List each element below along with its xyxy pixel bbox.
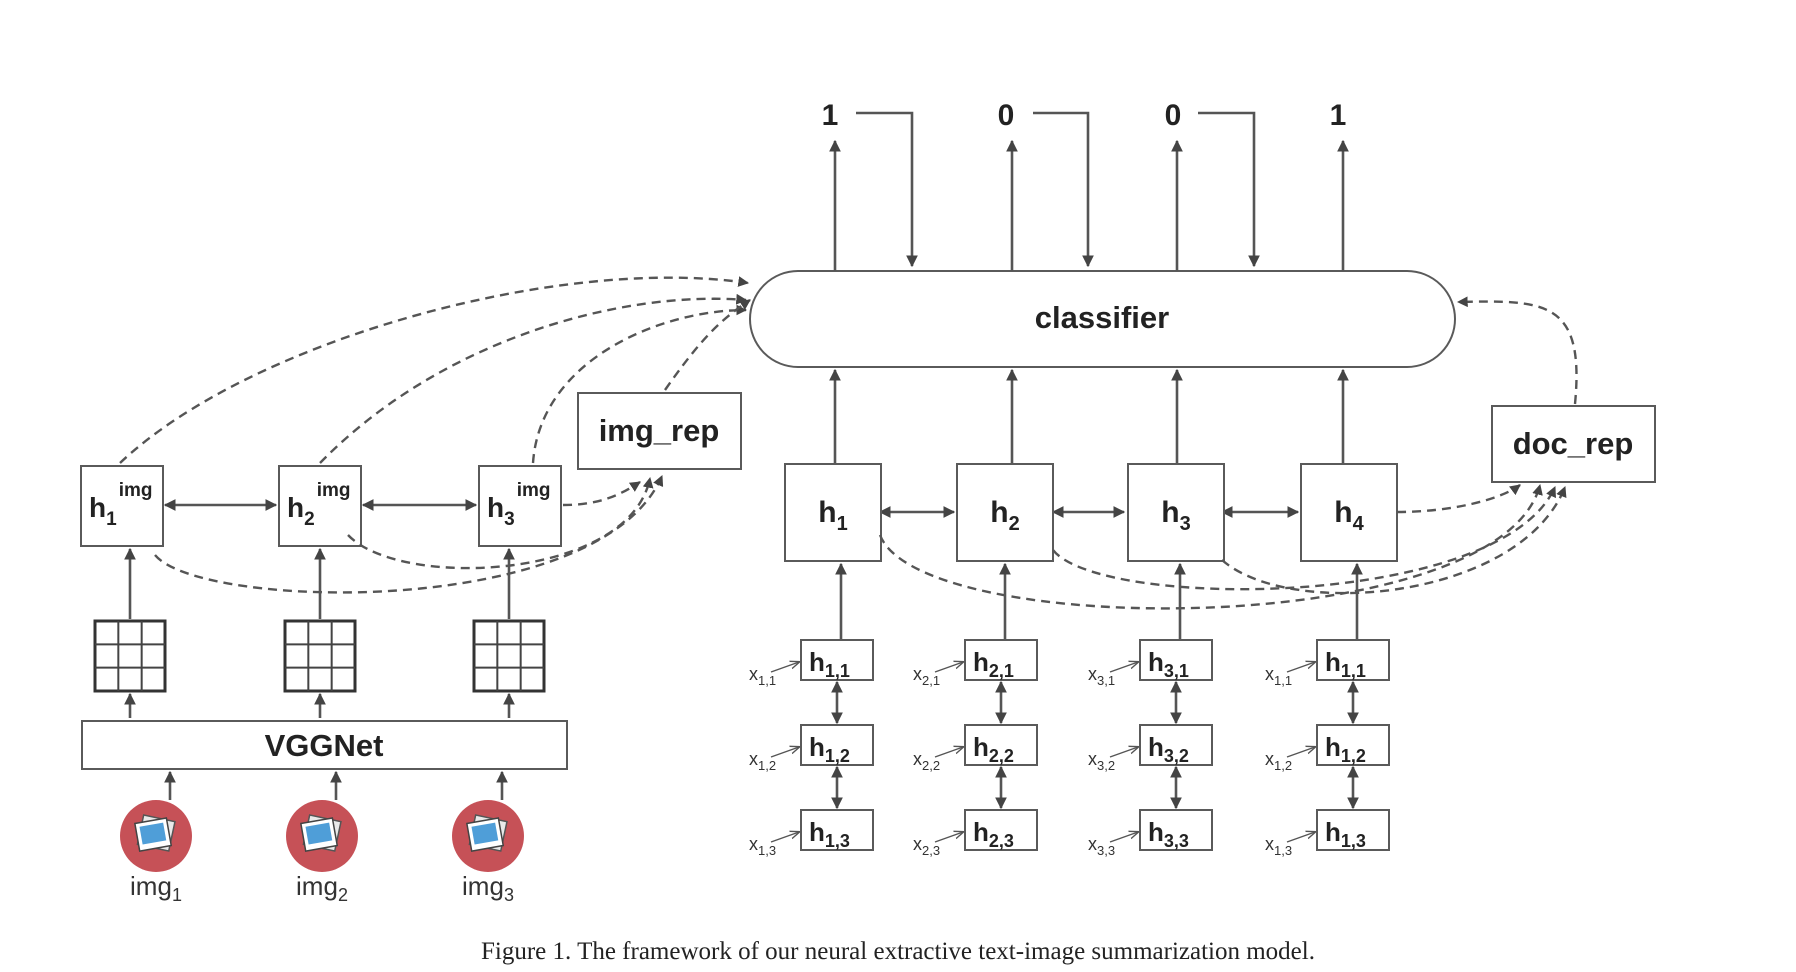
output-label-2: 0: [998, 99, 1015, 132]
doc-rep-label: doc_rep: [1513, 426, 1634, 461]
word-state-h2-3: h2,3: [964, 809, 1038, 851]
output-label-1: 1: [822, 99, 839, 132]
vggnet-label: VGGNet: [265, 728, 384, 763]
svg-text:h3: h3: [1161, 496, 1190, 535]
svg-text:h3,2: h3,2: [1148, 732, 1189, 766]
word-state-h1-1: h1,1: [1316, 639, 1390, 681]
image-input-2: img2: [286, 770, 358, 905]
svg-text:h1,3: h1,3: [809, 817, 850, 851]
sentence-to-doc-rep-links: [878, 483, 1567, 610]
svg-text:h3,3: h3,3: [1148, 817, 1189, 851]
svg-text:h2img: h2img: [287, 480, 350, 530]
word-state-h3-3: h3,3: [1139, 809, 1213, 851]
photo-icon: [286, 800, 358, 872]
svg-text:img2: img2: [296, 871, 348, 905]
svg-text:h4: h4: [1334, 496, 1364, 535]
svg-text:h2: h2: [990, 496, 1019, 535]
figure-caption: Figure 1. The framework of our neural ex…: [481, 938, 1315, 965]
svg-text:h1,1: h1,1: [809, 647, 850, 681]
word-input-x1-3: x1,3: [1265, 834, 1292, 858]
word-input-x1-1: x1,1: [749, 664, 776, 688]
word-input-x3-1: x3,1: [1088, 664, 1115, 688]
img-rep-box: [577, 392, 742, 470]
word-state-h2-1: h2,1: [964, 639, 1038, 681]
word-input-x1-3: x1,3: [749, 834, 776, 858]
sentence-state-h3: h3: [1127, 463, 1225, 562]
word-column-3: h3,1 x3,1 h3,2 x3,2 h3,3 x3,3: [1088, 562, 1213, 858]
word-input-x1-1: x1,1: [1265, 664, 1292, 688]
svg-text:h2,3: h2,3: [973, 817, 1014, 851]
svg-text:h3,1: h3,1: [1148, 647, 1189, 681]
svg-text:h1,2: h1,2: [1325, 732, 1366, 766]
output-label-3: 0: [1165, 99, 1182, 132]
word-input-x3-3: x3,3: [1088, 834, 1115, 858]
word-input-x2-2: x2,2: [913, 749, 940, 773]
svg-text:img1: img1: [130, 871, 182, 905]
word-input-x2-3: x2,3: [913, 834, 940, 858]
word-input-x2-1: x2,1: [913, 664, 940, 688]
sentence-state-h4: h4: [1300, 463, 1398, 562]
classifier-label: classifier: [1035, 300, 1169, 335]
svg-text:h1,2: h1,2: [809, 732, 850, 766]
doc-rep-box: [1491, 405, 1656, 483]
feature-map-grid-3: [472, 547, 546, 718]
feature-map-grid-2: [283, 547, 357, 718]
word-state-h1-3: h1,3: [1316, 809, 1390, 851]
svg-text:h1: h1: [818, 496, 847, 535]
svg-text:h1,3: h1,3: [1325, 817, 1366, 851]
image-input-3: img3: [452, 770, 524, 905]
image-input-1: img1: [120, 770, 192, 905]
classifier-box: [749, 270, 1456, 368]
photo-icon: [452, 800, 524, 872]
word-state-h3-2: h3,2: [1139, 724, 1213, 766]
word-column-2: h2,1 x2,1 h2,2 x2,2 h2,3 x2,3: [913, 562, 1038, 858]
sentence-state-h2: h2: [956, 463, 1054, 562]
svg-text:h2,2: h2,2: [973, 732, 1014, 766]
vggnet-box: [81, 720, 568, 770]
img-hidden-state-h3: h3img: [478, 465, 562, 547]
word-state-h1-1: h1,1: [800, 639, 874, 681]
word-input-x3-2: x3,2: [1088, 749, 1115, 773]
feature-map-grid-1: [93, 547, 167, 718]
word-column-1: h1,1 x1,1 h1,2 x1,2 h1,3 x1,3: [749, 562, 874, 858]
word-state-h1-3: h1,3: [800, 809, 874, 851]
sentence-to-classifier-arrows: [829, 368, 1349, 464]
word-state-h2-2: h2,2: [964, 724, 1038, 766]
img-rep-label: img_rep: [599, 413, 720, 448]
word-state-h1-2: h1,2: [800, 724, 874, 766]
word-state-h3-1: h3,1: [1139, 639, 1213, 681]
sentence-state-h1: h1: [784, 463, 882, 562]
img-to-classifier-links: [119, 276, 751, 464]
output-arrows: [829, 111, 1349, 271]
svg-text:h3img: h3img: [487, 480, 550, 530]
doc-rep-to-classifier: [1456, 296, 1578, 405]
svg-text:h1,1: h1,1: [1325, 647, 1366, 681]
img-hidden-state-h2: h2img: [278, 465, 362, 547]
word-state-h1-2: h1,2: [1316, 724, 1390, 766]
word-input-x1-2: x1,2: [1265, 749, 1292, 773]
svg-text:h1img: h1img: [89, 480, 152, 530]
svg-text:h2,1: h2,1: [973, 647, 1014, 681]
photo-icon: [120, 800, 192, 872]
img-to-img-rep-links: [154, 475, 664, 594]
word-column-4: h1,1 x1,1 h1,2 x1,2 h1,3 x1,3: [1265, 562, 1390, 858]
img-hidden-state-h1: h1img: [80, 465, 164, 547]
word-input-x1-2: x1,2: [749, 749, 776, 773]
svg-text:img3: img3: [462, 871, 514, 905]
output-label-4: 1: [1330, 99, 1347, 132]
